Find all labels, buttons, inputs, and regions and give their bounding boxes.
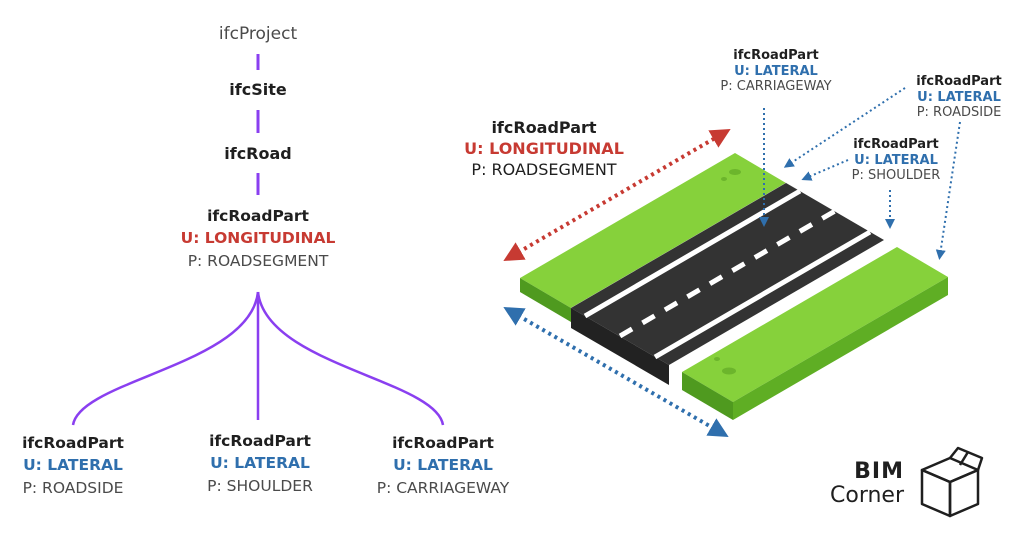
pointer-shoulder-far <box>801 159 849 181</box>
label-title: ifcRoadPart <box>733 48 819 63</box>
label-predefined: P: ROADSIDE <box>916 105 1002 121</box>
node-usage: U: LATERAL <box>23 456 123 475</box>
label-predefined: P: SHOULDER <box>851 168 941 184</box>
label-carriageway: ifcRoadPart U: LATERAL P: CARRIAGEWAY <box>720 48 831 95</box>
label-usage: U: LONGITUDINAL <box>464 138 624 158</box>
label-roadside: ifcRoadPart U: LATERAL P: ROADSIDE <box>916 74 1001 121</box>
node-usage: U: LATERAL <box>210 454 310 473</box>
node-predefined: P: SHOULDER <box>207 476 313 495</box>
label-shoulder: ifcRoadPart U: LATERAL P: SHOULDER <box>852 137 941 184</box>
node-roadpart-longitudinal: ifcRoadPart U: LONGITUDINAL P: ROADSEGME… <box>181 205 336 272</box>
label-predefined: P: ROADSEGMENT <box>471 159 617 179</box>
node-title: ifcRoadPart <box>22 434 124 452</box>
node-predefined: P: ROADSEGMENT <box>187 251 329 270</box>
longitudinal-arrow <box>503 128 731 262</box>
node-roadpart-roadside: ifcRoadPart U: LATERAL P: ROADSIDE <box>22 432 124 499</box>
pointer-roadside-near <box>935 121 961 260</box>
logo-line1: BIM <box>854 459 905 484</box>
node-title: ifcRoadPart <box>207 207 309 225</box>
branch-carriageway <box>256 291 445 426</box>
label-predefined: P: CARRIAGEWAY <box>720 79 832 95</box>
lateral-width-arrow <box>503 307 729 437</box>
label-usage: U: LATERAL <box>854 152 938 168</box>
label-title: ifcRoadPart <box>916 74 1002 89</box>
node-ifcroad: ifcRoad <box>224 144 292 163</box>
label-title: ifcRoadPart <box>491 118 597 137</box>
logo-line2: Corner <box>830 483 905 509</box>
node-usage: U: LATERAL <box>393 456 493 475</box>
node-ifcsite: ifcSite <box>229 80 287 99</box>
label-longitudinal: ifcRoadPart U: LONGITUDINAL P: ROADSEGME… <box>464 118 624 180</box>
node-roadpart-carriageway: ifcRoadPart U: LATERAL P: CARRIAGEWAY <box>377 432 510 499</box>
pointer-roadside-far <box>783 87 906 168</box>
node-title: ifcRoadPart <box>392 434 494 452</box>
node-predefined: P: ROADSIDE <box>22 478 124 497</box>
node-usage: U: LONGITUDINAL <box>180 229 336 248</box>
node-roadpart-shoulder: ifcRoadPart U: LATERAL P: SHOULDER <box>207 430 313 497</box>
label-usage: U: LATERAL <box>734 63 818 79</box>
label-title: ifcRoadPart <box>853 137 939 152</box>
node-title: ifcRoadPart <box>209 432 311 450</box>
bim-corner-logo: BIM Corner <box>830 459 905 509</box>
node-predefined: P: CARRIAGEWAY <box>376 478 510 497</box>
branch-roadside <box>71 291 260 426</box>
label-usage: U: LATERAL <box>917 89 1001 105</box>
node-ifcproject: ifcProject <box>218 24 298 44</box>
